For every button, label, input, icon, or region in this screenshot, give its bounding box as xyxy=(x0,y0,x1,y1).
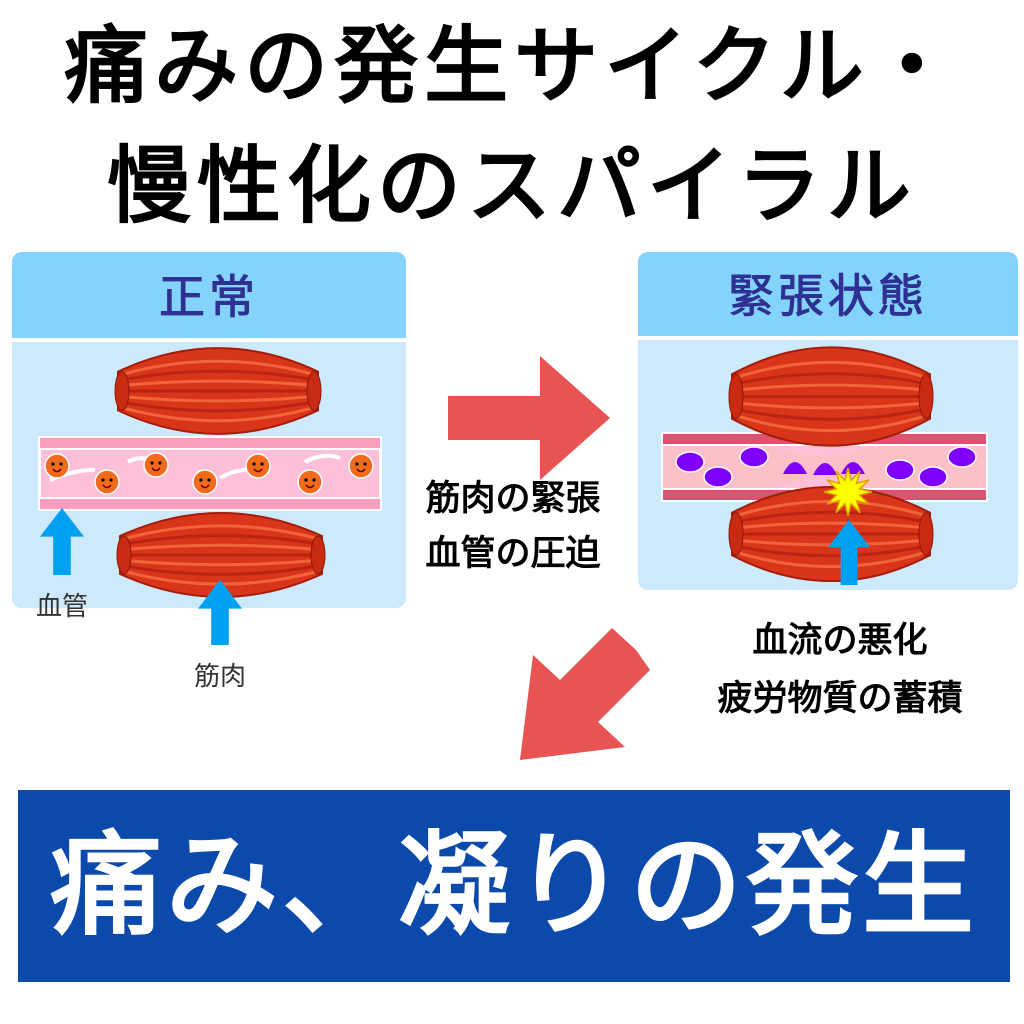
normal-panel: 正常 xyxy=(12,252,406,608)
muscle xyxy=(728,346,934,447)
fatigue-substance-icon xyxy=(739,446,769,468)
cell-eye xyxy=(363,462,367,466)
normal-header: 正常 xyxy=(12,252,406,342)
muscle-fiber xyxy=(735,372,927,386)
muscle-fiber xyxy=(735,360,927,379)
cell-eye xyxy=(312,478,316,482)
muscle-end xyxy=(114,371,130,411)
muscle-fiber xyxy=(123,558,319,567)
cell-eye xyxy=(101,478,105,482)
muscle-label: 筋肉 xyxy=(194,662,247,692)
muscle-fiber xyxy=(123,564,319,576)
muscle-fiber xyxy=(121,400,315,413)
muscle-end xyxy=(306,371,322,411)
cell-eye xyxy=(355,462,359,466)
vessel-label: 血管 xyxy=(36,592,89,622)
red-blood-cell-icon xyxy=(143,452,169,478)
muscle-fiber xyxy=(735,521,927,530)
muscle-fiber xyxy=(121,369,315,382)
cell-body xyxy=(94,469,120,495)
title-line-1: 痛みの発生サイクル・ xyxy=(64,17,960,115)
cell-smile xyxy=(151,467,161,472)
tense-header: 緊張状態 xyxy=(638,252,1018,340)
plasma-wave xyxy=(49,468,96,482)
muscle-end xyxy=(116,535,132,575)
red-blood-cell-icon xyxy=(245,453,271,479)
fatigue-substance-icon xyxy=(885,459,915,481)
fatigue-substance-icon xyxy=(675,451,705,473)
muscle-fiber xyxy=(121,395,315,403)
blue-arrow-icon xyxy=(828,520,870,585)
muscle-fiber xyxy=(123,524,319,541)
cell-body xyxy=(192,469,218,495)
red-blood-cell-icon xyxy=(348,453,374,479)
red-blood-cell-icon xyxy=(44,453,70,479)
cell-body xyxy=(297,469,323,495)
cell-eye xyxy=(158,461,162,465)
muscle-end xyxy=(728,512,744,556)
pain-burst-icon xyxy=(823,467,873,517)
cell-eye xyxy=(207,478,211,482)
down-left-arrow-icon xyxy=(520,628,650,760)
muscle-fiber xyxy=(121,359,315,376)
blue-arrow-icon xyxy=(40,508,84,575)
muscle-fiber xyxy=(735,383,927,392)
blue-arrow-icon xyxy=(198,580,242,645)
cell-eye xyxy=(304,478,308,482)
muscle-end xyxy=(728,373,744,420)
cell-smile xyxy=(102,484,112,489)
caption-blood-flow: 血流の悪化 xyxy=(752,621,928,661)
tense-panel: 緊張状態 xyxy=(638,252,1018,590)
cell-eye xyxy=(260,462,264,466)
cell-eye xyxy=(51,462,55,466)
fatigue-substance-icon xyxy=(947,446,977,468)
caption-fatigue-substance: 疲労物質の蓄積 xyxy=(717,679,963,719)
cell-smile xyxy=(305,484,315,489)
cell-body xyxy=(143,452,169,478)
cell-eye xyxy=(150,461,154,465)
cell-eye xyxy=(109,478,113,482)
red-blood-cell-icon xyxy=(94,469,120,495)
muscle-fiber xyxy=(121,406,315,423)
cell-smile xyxy=(253,468,263,473)
title-line-2: 慢性化のスパイラル xyxy=(106,137,917,235)
squeezed-cell-icon xyxy=(813,463,837,475)
right-arrow-icon xyxy=(448,356,610,480)
result-banner: 痛み、凝りの発生 xyxy=(18,790,1010,982)
plasma-wave xyxy=(304,453,341,464)
red-blood-cell-icon xyxy=(192,469,218,495)
cell-smile xyxy=(356,468,366,473)
muscle-fiber xyxy=(735,414,927,433)
muscle-end xyxy=(918,373,934,420)
muscle-end xyxy=(310,535,326,575)
muscle-fiber xyxy=(735,544,927,558)
cell-eye xyxy=(252,462,256,466)
squeezed-cell-icon xyxy=(783,462,807,474)
muscle-fiber xyxy=(735,407,927,421)
cell-eye xyxy=(199,478,203,482)
cell-body xyxy=(245,453,271,479)
fatigue-substance-icon xyxy=(703,466,733,488)
caption-muscle-tension: 筋肉の緊張 xyxy=(425,479,601,519)
muscle-fiber xyxy=(123,534,319,546)
muscle-fiber xyxy=(123,543,319,552)
caption-vessel-compression: 血管の圧迫 xyxy=(425,534,601,574)
cell-smile xyxy=(200,484,210,489)
muscle-fiber xyxy=(121,379,315,387)
muscle-fiber xyxy=(735,550,927,569)
cell-body xyxy=(44,453,70,479)
cell-eye xyxy=(59,462,63,466)
red-blood-cell-icon xyxy=(297,469,323,495)
cell-body xyxy=(348,453,374,479)
muscle xyxy=(116,512,326,598)
muscle-fiber xyxy=(735,401,927,410)
muscle-end xyxy=(918,512,934,556)
cell-smile xyxy=(52,468,62,473)
muscle xyxy=(114,347,322,435)
muscle-fiber xyxy=(735,510,927,524)
fatigue-substance-icon xyxy=(918,466,948,488)
